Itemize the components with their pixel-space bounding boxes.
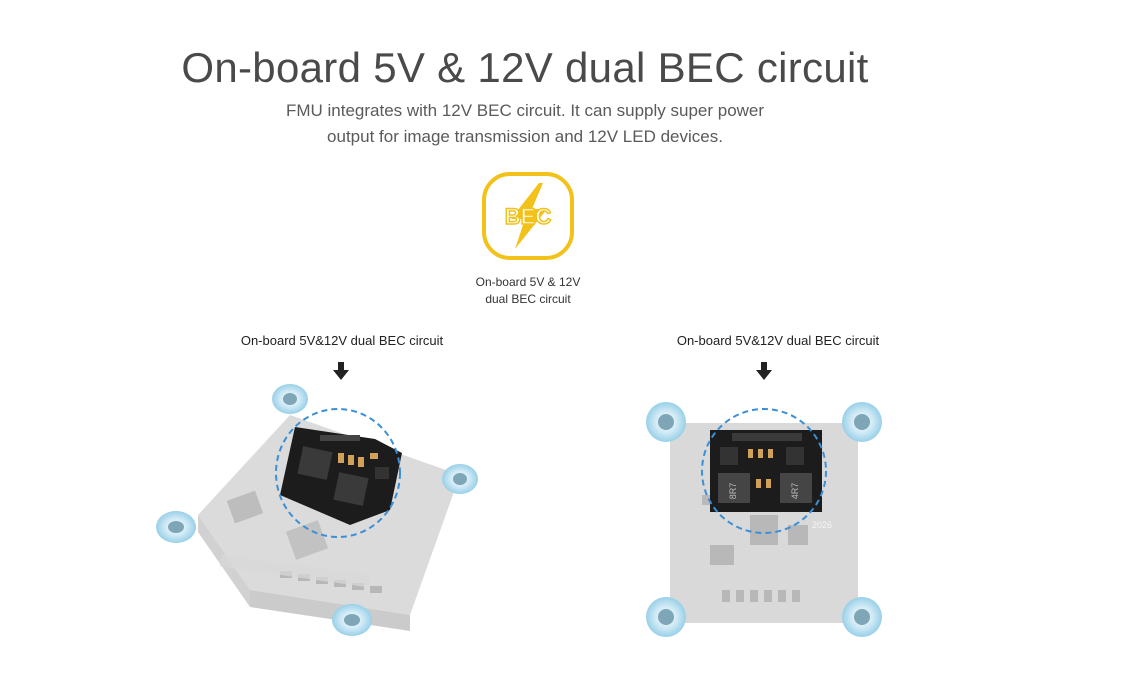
left-flight-controller-board <box>156 384 478 636</box>
badge-caption: On-board 5V & 12V dual BEC circuit <box>428 274 628 308</box>
inductor-label-b: 4R7 <box>790 483 800 500</box>
page-title: On-board 5V & 12V dual BEC circuit <box>181 44 869 91</box>
page-subtitle: FMU integrates with 12V BEC circuit. It … <box>0 98 1050 150</box>
subtitle-line-1: FMU integrates with 12V BEC circuit. It … <box>285 101 765 120</box>
right-arrow-down-icon <box>756 362 772 380</box>
board-silkscreen-label: 2026 <box>812 520 832 530</box>
right-flight-controller-board: 8R7 4R7 2026 <box>646 402 882 637</box>
badge-caption-line-1: On-board 5V & 12V <box>475 275 581 289</box>
subtitle-line-2: output for image transmission and 12V LE… <box>327 127 723 146</box>
bec-badge-text: BEC <box>505 204 552 229</box>
left-arrow-down-icon <box>333 362 349 380</box>
inductor-label-a: 8R7 <box>728 483 738 500</box>
bec-lightning-icon: BEC <box>482 172 574 260</box>
badge-caption-line-2: dual BEC circuit <box>485 292 571 306</box>
left-board-callout: On-board 5V&12V dual BEC circuit <box>240 333 444 348</box>
right-board-callout: On-board 5V&12V dual BEC circuit <box>676 333 880 348</box>
